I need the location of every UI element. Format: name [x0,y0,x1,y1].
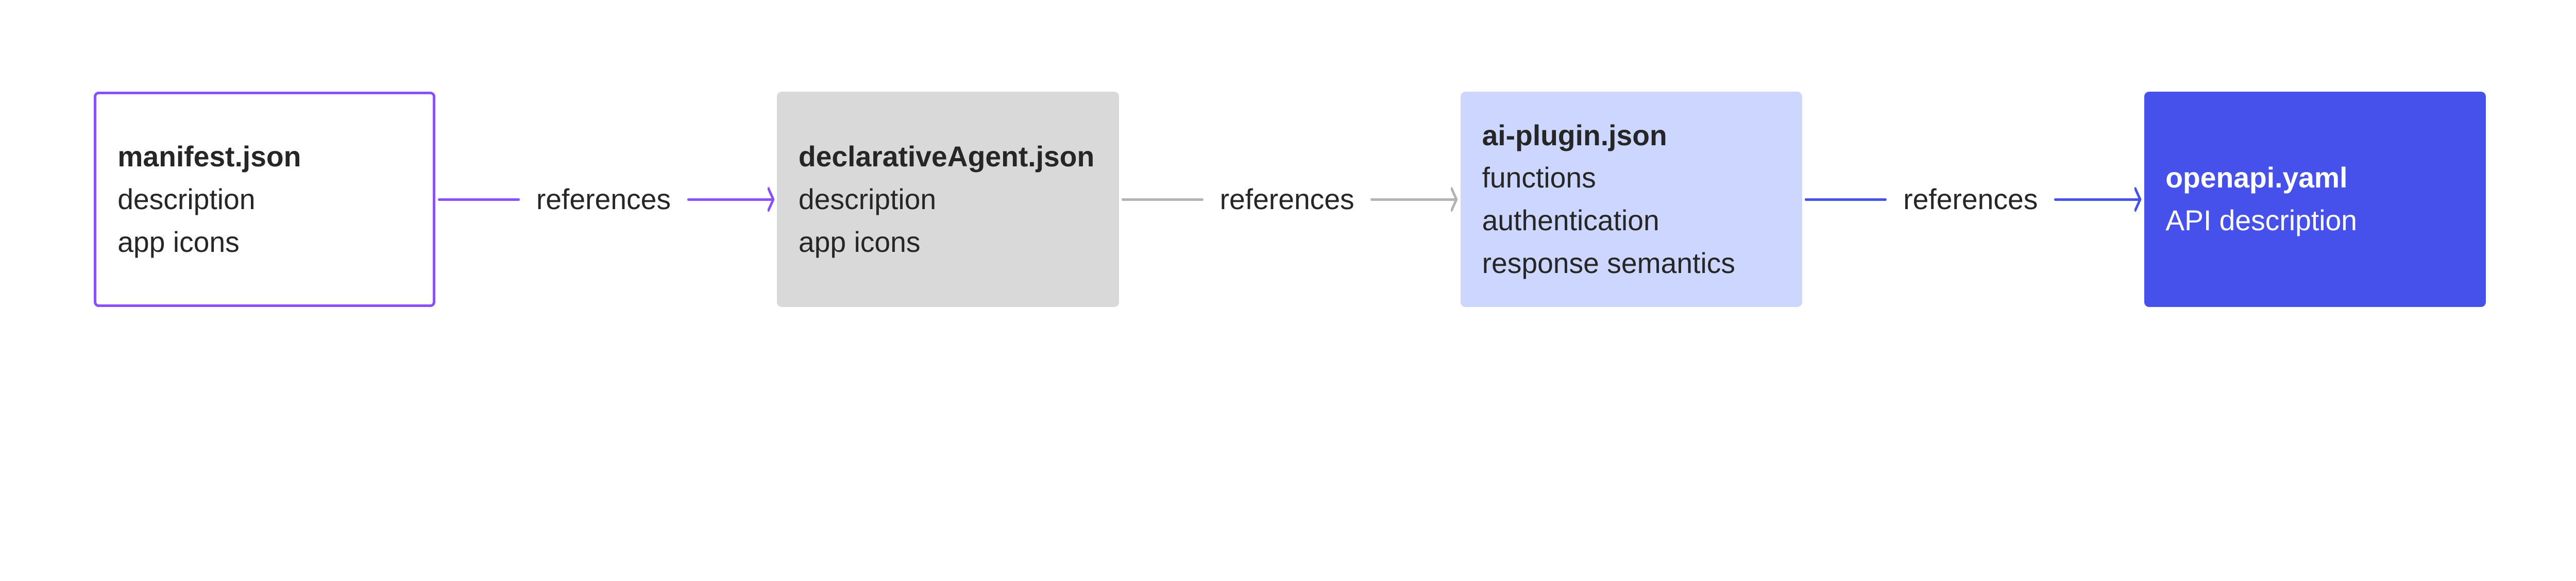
node-line: authentication [1482,204,1659,237]
node-line: app icons [117,226,240,258]
edge-label: references [1219,183,1354,216]
node-title: ai-plugin.json [1482,119,1667,151]
edge-declarative-to-plugin: references [1119,183,1461,216]
edge-line [687,198,773,201]
edge-manifest-to-declarative: references [435,183,777,216]
node-title: openapi.yaml [2165,162,2348,194]
node-declarative-agent-json: declarativeAgent.json description app ic… [777,92,1119,307]
edge-line [1370,198,1457,201]
edge-label: references [536,183,671,216]
node-line: functions [1482,162,1596,194]
node-line: response semantics [1482,247,1736,280]
node-line: API description [2165,204,2357,237]
node-line: description [117,183,256,215]
node-manifest-json: manifest.json description app icons [93,92,436,307]
arrowhead-icon [1451,187,1458,212]
node-line: description [798,183,937,215]
edge-line [438,198,520,201]
edge-line [1805,198,1887,201]
edge-line [2054,198,2141,201]
node-title: manifest.json [117,140,301,173]
node-title: declarativeAgent.json [798,140,1095,173]
edge-line [1121,198,1204,201]
arrowhead-icon [767,187,775,212]
node-line: app icons [798,226,921,258]
edge-plugin-to-openapi: references [1802,183,2144,216]
arrowhead-icon [2134,187,2142,212]
node-openapi-yaml: openapi.yaml API description [2144,92,2486,307]
diagram: manifest.json description app icons refe… [93,92,2486,307]
edge-label: references [1903,183,2038,216]
node-ai-plugin-json: ai-plugin.json functions authentication … [1461,92,1803,307]
